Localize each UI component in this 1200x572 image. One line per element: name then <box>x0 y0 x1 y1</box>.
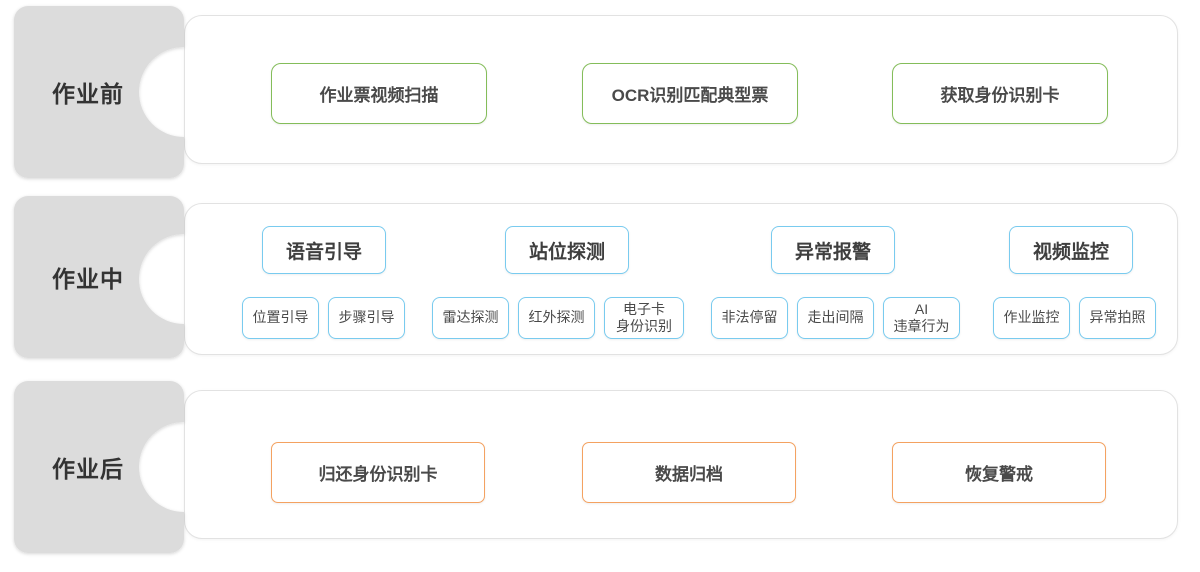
stage-row-during: 作业中 语音引导 位置引导 步骤引导 站位探测 雷达探测 红外探测 电子卡 身份… <box>0 190 1200 370</box>
item-box-before-3[interactable]: 获取身份识别卡 <box>892 63 1108 124</box>
sub-box-abnormal-photo[interactable]: 异常拍照 <box>1079 297 1156 339</box>
sub-box-ecard-identity[interactable]: 电子卡 身份识别 <box>604 297 684 339</box>
group-head-label: 视频监控 <box>1032 241 1109 263</box>
sub-box-infrared-detect[interactable]: 红外探测 <box>518 297 595 339</box>
sub-label-line1: 位置引导 <box>252 309 309 326</box>
stage-label-before: 作业前 <box>52 81 124 107</box>
stage-label-shape-after <box>14 381 184 553</box>
sub-label-line2: 违章行为 <box>893 318 950 334</box>
group-head-position-detect[interactable]: 站位探测 <box>505 226 629 274</box>
item-label: 作业票视频扫描 <box>319 86 439 105</box>
sub-box-step-guide[interactable]: 步骤引导 <box>328 297 405 339</box>
sub-label-line1: 作业监控 <box>1003 309 1060 326</box>
stage-label-after: 作业后 <box>52 456 124 482</box>
sub-label-line1: 走出间隔 <box>807 309 864 326</box>
item-label: 数据归档 <box>655 465 723 484</box>
sub-label-line2: 身份识别 <box>616 318 672 334</box>
stage-label-shape-during <box>14 196 184 358</box>
group-head-voice-guide[interactable]: 语音引导 <box>262 226 386 274</box>
sub-box-illegal-stay[interactable]: 非法停留 <box>711 297 788 339</box>
group-head-abnormal-alarm[interactable]: 异常报警 <box>771 226 895 274</box>
item-label: OCR识别匹配典型票 <box>611 86 769 105</box>
stage-label-during: 作业中 <box>52 266 124 292</box>
item-label: 归还身份识别卡 <box>318 465 438 484</box>
sub-box-work-monitor[interactable]: 作业监控 <box>993 297 1070 339</box>
group-head-label: 异常报警 <box>794 241 871 263</box>
sub-box-ai-violation[interactable]: AI 违章行为 <box>883 297 960 339</box>
sub-label-line1: 电子卡 <box>623 300 665 317</box>
sub-box-radar-detect[interactable]: 雷达探测 <box>432 297 509 339</box>
sub-box-position-guide[interactable]: 位置引导 <box>242 297 319 339</box>
stage-row-after: 作业后 归还身份识别卡 数据归档 恢复警戒 <box>0 375 1200 572</box>
sub-label-line1: 步骤引导 <box>338 309 395 326</box>
group-head-video-monitor[interactable]: 视频监控 <box>1009 226 1133 274</box>
group-head-label: 语音引导 <box>285 241 362 263</box>
sub-label-line1: AI <box>914 300 929 317</box>
sub-label-line1: 非法停留 <box>721 309 778 326</box>
sub-label-line1: 红外探测 <box>528 309 585 326</box>
item-label: 恢复警戒 <box>965 465 1033 484</box>
stage-label-shape-before <box>14 6 184 178</box>
item-box-before-2[interactable]: OCR识别匹配典型票 <box>582 63 798 124</box>
sub-box-leave-gap[interactable]: 走出间隔 <box>797 297 874 339</box>
item-box-after-3[interactable]: 恢复警戒 <box>892 442 1106 503</box>
sub-label-line1: 异常拍照 <box>1089 309 1146 326</box>
group-head-label: 站位探测 <box>528 241 605 263</box>
item-box-before-1[interactable]: 作业票视频扫描 <box>271 63 487 124</box>
stage-row-before: 作业前 作业票视频扫描 OCR识别匹配典型票 获取身份识别卡 <box>0 0 1200 190</box>
sub-label-line1: 雷达探测 <box>442 309 499 326</box>
item-box-after-2[interactable]: 数据归档 <box>582 442 796 503</box>
item-label: 获取身份识别卡 <box>940 86 1060 105</box>
item-box-after-1[interactable]: 归还身份识别卡 <box>271 442 485 503</box>
